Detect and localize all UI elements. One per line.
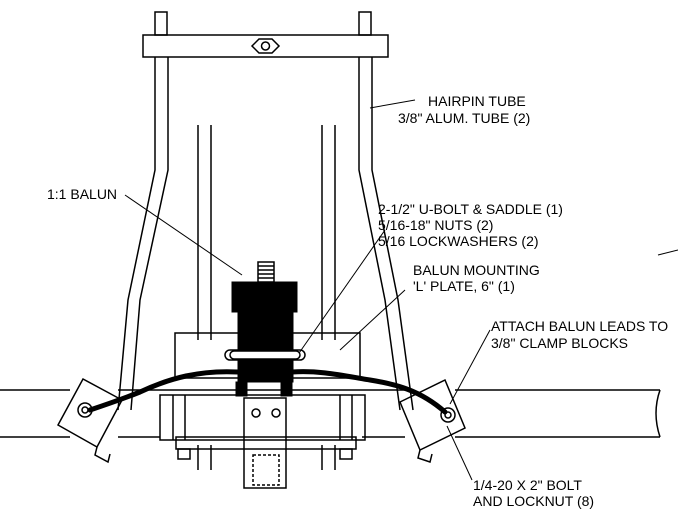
attach-label-line1: ATTACH BALUN LEADS TO [491, 318, 668, 334]
labels: HAIRPIN TUBE 3/8" ALUM. TUBE (2) 1:1 BAL… [47, 93, 668, 509]
balun-label: 1:1 BALUN [47, 186, 117, 202]
plate-label-line1: BALUN MOUNTING [413, 262, 540, 278]
element-guides [197, 125, 336, 470]
attach-label-line2: 3/8" CLAMP BLOCKS [491, 335, 628, 351]
ubolt-label-line3: 5/16 LOCKWASHERS (2) [378, 233, 539, 249]
hairpin-tube-right [358, 57, 414, 411]
hairpin-tube-left [117, 57, 169, 411]
clamp-block-right [399, 378, 466, 463]
hairpin-label-line2: 3/8" ALUM. TUBE (2) [398, 110, 530, 126]
bolt-label-line1: 1/4-20 X 2" BOLT [473, 477, 582, 493]
clamp-block-left [56, 377, 124, 464]
balun-leads [87, 369, 448, 415]
top-rods [154, 11, 372, 36]
lower-bracket [243, 397, 287, 489]
bolt-label-line2: AND LOCKNUT (8) [473, 493, 594, 509]
ubolt-label-line1: 2-1/2" U-BOLT & SADDLE (1) [378, 201, 563, 217]
leader-lines [124, 99, 678, 481]
balun-connector [257, 261, 275, 283]
plate-label-line2: 'L' PLATE, 6" (1) [413, 278, 515, 294]
hairpin-label-line1: HAIRPIN TUBE [428, 93, 526, 109]
shorting-bar [142, 34, 389, 58]
lower-saddle-bar [175, 436, 357, 460]
boom-tube [0, 389, 661, 438]
ubolt-label-line2: 5/16-18" NUTS (2) [378, 217, 493, 233]
u-bolt-front [229, 350, 301, 360]
balun-body [231, 281, 298, 397]
